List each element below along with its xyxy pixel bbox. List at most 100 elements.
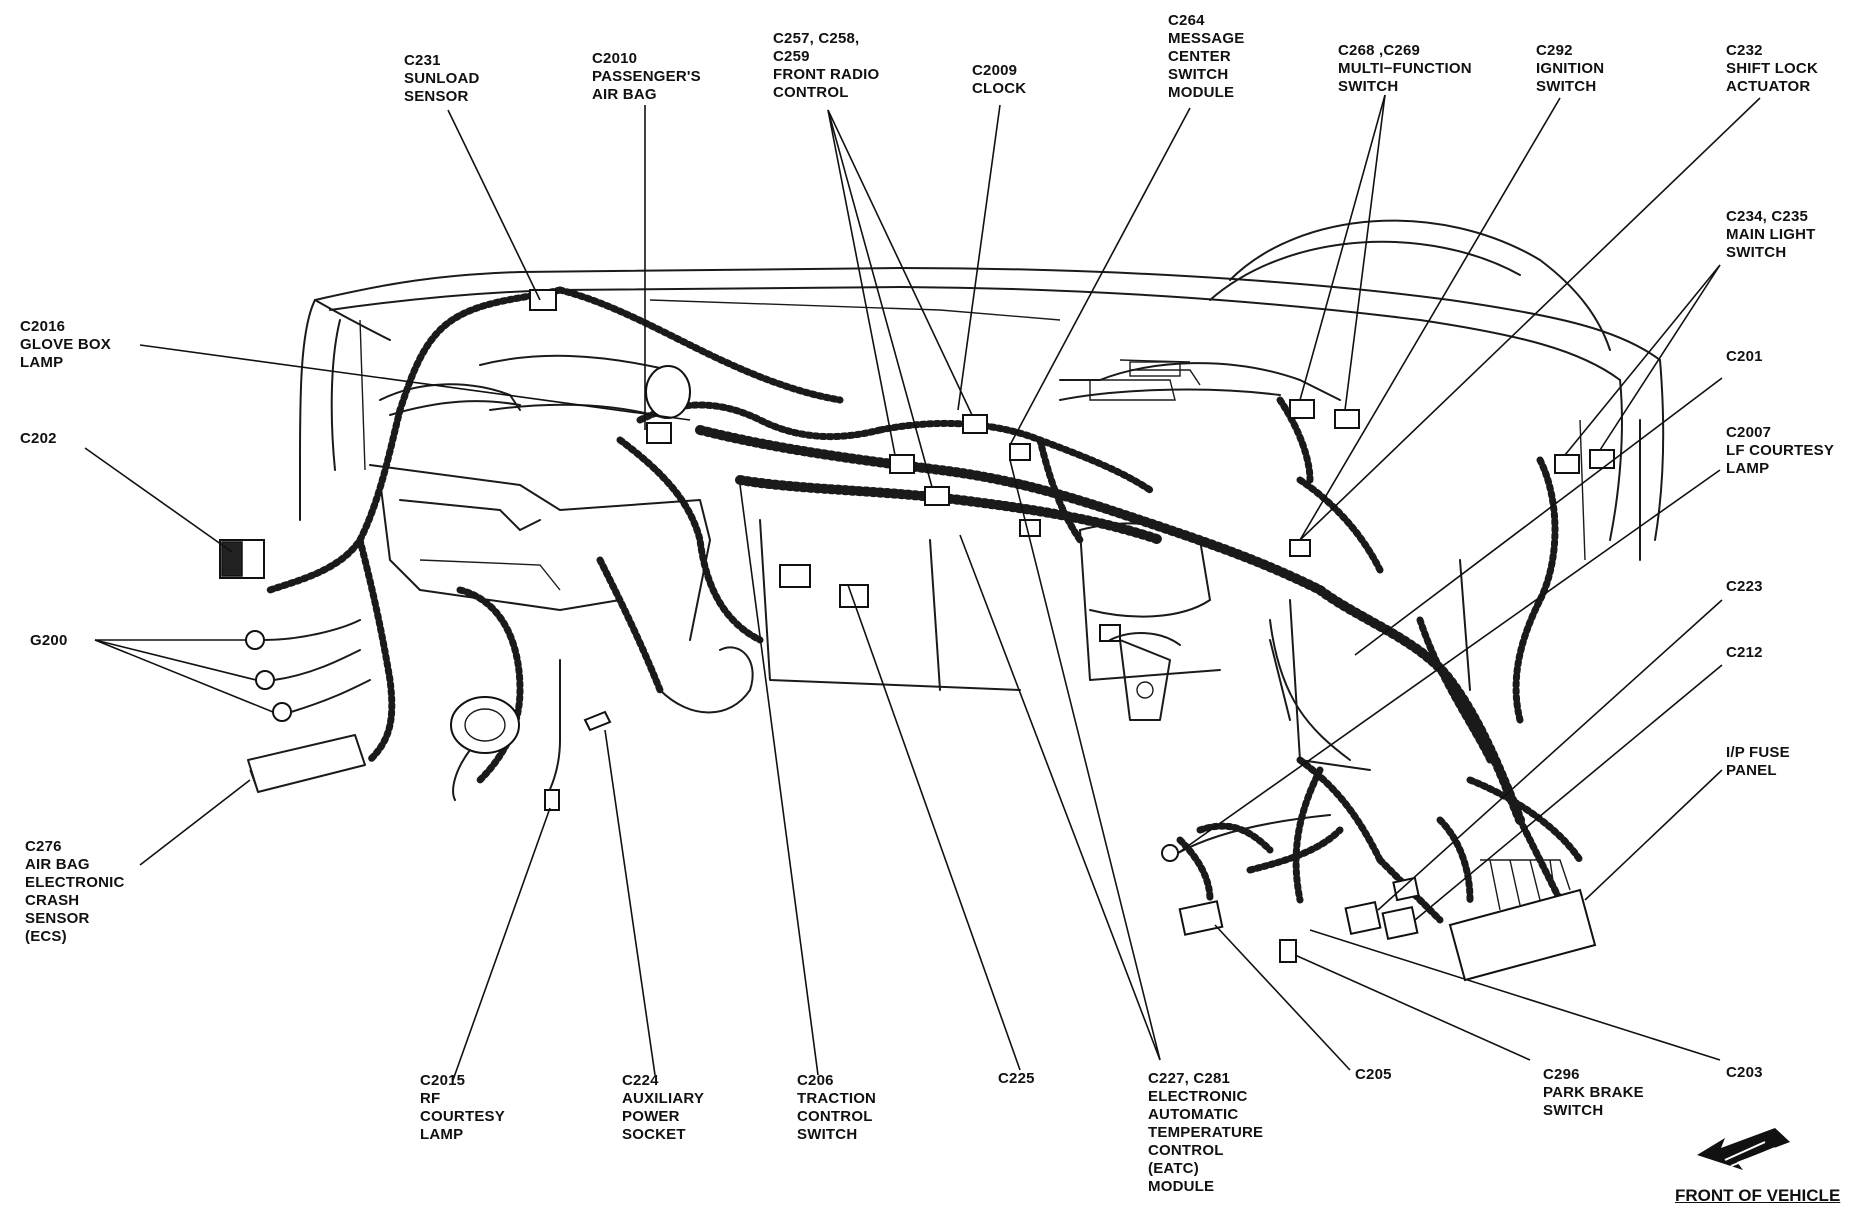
- label-c292: C292 IGNITION SWITCH: [1536, 42, 1604, 96]
- label-c202: C202: [20, 430, 57, 448]
- label-c225-line: C225: [998, 1070, 1035, 1087]
- label-c2016-line: GLOVE BOX: [20, 336, 111, 353]
- label-c296-line: SWITCH: [1543, 1102, 1604, 1119]
- label-c264-line: MODULE: [1168, 84, 1235, 101]
- label-c232-line: ACTUATOR: [1726, 78, 1811, 95]
- label-c234-line: MAIN LIGHT: [1726, 226, 1816, 243]
- label-c206-line: TRACTION: [797, 1090, 877, 1107]
- label-ip-fuse-panel-line: PANEL: [1726, 762, 1777, 779]
- label-c227-line: TEMPERATURE: [1148, 1124, 1264, 1141]
- label-c296-line: PARK BRAKE: [1543, 1084, 1644, 1101]
- label-c231-line: SUNLOAD: [404, 70, 480, 87]
- label-c227-line: (EATC): [1148, 1160, 1199, 1177]
- label-c257-line: C257, C258,: [773, 30, 860, 47]
- label-c2016: C2016 GLOVE BOX LAMP: [20, 318, 111, 372]
- label-c2009: C2009 CLOCK: [972, 62, 1026, 98]
- label-c257-line: CONTROL: [773, 84, 849, 101]
- label-c224-line: POWER: [622, 1108, 680, 1125]
- label-c276-line: SENSOR: [25, 910, 90, 927]
- front-arrow-icon: [1697, 1128, 1790, 1170]
- label-c227-line: MODULE: [1148, 1178, 1215, 1195]
- label-c227: C227, C281 ELECTRONIC AUTOMATIC TEMPERAT…: [1148, 1070, 1263, 1196]
- label-c2015-line: RF: [420, 1090, 441, 1107]
- label-c205: C205: [1355, 1066, 1392, 1084]
- label-c206-line: CONTROL: [797, 1108, 873, 1125]
- label-c296-line: C296: [1543, 1066, 1580, 1083]
- label-c225: C225: [998, 1070, 1035, 1088]
- label-c223-line: C223: [1726, 578, 1763, 595]
- label-c232-line: C232: [1726, 42, 1763, 59]
- label-c276-line: ELECTRONIC: [25, 874, 125, 891]
- label-c2007-line: LAMP: [1726, 460, 1770, 477]
- label-c234-line: C234, C235: [1726, 208, 1809, 225]
- label-c2015-line: LAMP: [420, 1126, 464, 1143]
- label-c264-line: MESSAGE: [1168, 30, 1245, 47]
- label-c264-line: CENTER: [1168, 48, 1231, 65]
- label-c268-line: SWITCH: [1338, 78, 1399, 95]
- label-c264-line: C264: [1168, 12, 1205, 29]
- label-c264-line: SWITCH: [1168, 66, 1229, 83]
- label-c296: C296 PARK BRAKE SWITCH: [1543, 1066, 1644, 1120]
- label-c202-line: C202: [20, 430, 57, 447]
- label-c257-line: C259: [773, 48, 810, 65]
- label-c201-line: C201: [1726, 348, 1763, 365]
- label-c231: C231 SUNLOAD SENSOR: [404, 52, 480, 106]
- label-c224-line: C224: [622, 1072, 659, 1089]
- label-c276: C276 AIR BAG ELECTRONIC CRASH SENSOR (EC…: [25, 838, 125, 946]
- label-c2010: C2010 PASSENGER'S AIR BAG: [592, 50, 701, 104]
- label-c276-line: C276: [25, 838, 62, 855]
- label-c231-line: SENSOR: [404, 88, 469, 105]
- label-c212-line: C212: [1726, 644, 1763, 661]
- label-g200-line: G200: [30, 632, 68, 649]
- label-c2010-line: PASSENGER'S: [592, 68, 701, 85]
- label-c234: C234, C235 MAIN LIGHT SWITCH: [1726, 208, 1816, 262]
- label-c203: C203: [1726, 1064, 1763, 1082]
- label-g200: G200: [30, 632, 68, 650]
- label-c224-line: SOCKET: [622, 1126, 686, 1143]
- label-c257-line: FRONT RADIO: [773, 66, 880, 83]
- label-c264: C264 MESSAGE CENTER SWITCH MODULE: [1168, 12, 1244, 102]
- label-ip-fuse-panel-line: I/P FUSE: [1726, 744, 1790, 761]
- label-c234-line: SWITCH: [1726, 244, 1787, 261]
- label-c227-line: ELECTRONIC: [1148, 1088, 1248, 1105]
- label-c227-line: CONTROL: [1148, 1142, 1224, 1159]
- label-c276-line: (ECS): [25, 928, 67, 945]
- label-c2009-line: C2009: [972, 62, 1018, 79]
- label-c268-line: MULTI−FUNCTION: [1338, 60, 1472, 77]
- label-c2016-line: C2016: [20, 318, 66, 335]
- label-c2010-line: AIR BAG: [592, 86, 657, 103]
- label-c205-line: C205: [1355, 1066, 1392, 1083]
- label-c257: C257, C258, C259 FRONT RADIO CONTROL: [773, 30, 879, 102]
- label-c227-line: C227, C281: [1148, 1070, 1231, 1087]
- label-c292-line: IGNITION: [1536, 60, 1605, 77]
- instrument-panel-drawing: [299, 219, 1665, 771]
- label-c223: C223: [1726, 578, 1763, 596]
- label-c224: C224 AUXILIARY POWER SOCKET: [622, 1072, 704, 1144]
- leader-lines: [84, 94, 1761, 1081]
- label-c206-line: SWITCH: [797, 1126, 858, 1143]
- wiring-harness: [266, 286, 1641, 924]
- label-c2009-line: CLOCK: [972, 80, 1027, 97]
- label-c203-line: C203: [1726, 1064, 1763, 1081]
- front-of-vehicle-label: FRONT OF VEHICLE: [1675, 1186, 1841, 1205]
- label-c2015-line: C2015: [420, 1072, 466, 1089]
- label-c268-line: C268 ,C269: [1338, 42, 1421, 59]
- label-c292-line: C292: [1536, 42, 1573, 59]
- label-c2015-line: COURTESY: [420, 1108, 505, 1125]
- label-c232: C232 SHIFT LOCK ACTUATOR: [1726, 42, 1818, 96]
- connectors: [219, 289, 1615, 982]
- label-c206-line: C206: [797, 1072, 834, 1089]
- label-c276-line: AIR BAG: [25, 856, 90, 873]
- label-c2007-line: LF COURTESY: [1726, 442, 1835, 459]
- label-c276-line: CRASH: [25, 892, 80, 909]
- label-c2015: C2015 RF COURTESY LAMP: [420, 1072, 505, 1144]
- label-c201: C201: [1726, 348, 1763, 366]
- label-c224-line: AUXILIARY: [622, 1090, 705, 1107]
- label-c206: C206 TRACTION CONTROL SWITCH: [797, 1072, 876, 1144]
- label-c212: C212: [1726, 644, 1763, 662]
- label-c2007: C2007 LF COURTESY LAMP: [1726, 424, 1834, 478]
- label-c2007-line: C2007: [1726, 424, 1772, 441]
- label-c232-line: SHIFT LOCK: [1726, 60, 1818, 77]
- label-c231-line: C231: [404, 52, 441, 69]
